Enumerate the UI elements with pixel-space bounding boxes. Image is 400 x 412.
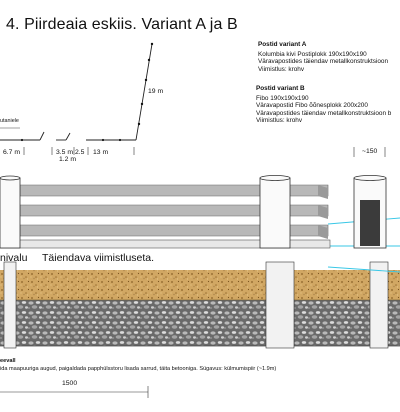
- legend-variant-a: Postid variant A Kolumbia kivi Postiplok…: [258, 41, 388, 73]
- post-gate: [353, 175, 387, 249]
- post-middle: [259, 175, 291, 249]
- gravel-layer: [0, 270, 400, 300]
- legend-variant-a-line-3: Viimistlus: krohv: [258, 65, 305, 73]
- section-dim-1500-line: [0, 386, 149, 398]
- plan-dim-ticks: [23, 147, 135, 155]
- section-label-left: nivalu: [0, 252, 28, 264]
- legend-variant-b-line-4: Viimistlus: krohv: [256, 117, 303, 125]
- section-dim-150-ticks: [353, 147, 386, 157]
- legend-variant-b-line-3: Väravapostides täiendav metallkonstrukts…: [256, 109, 392, 117]
- plan-post-dot: [137, 122, 141, 126]
- legend-variant-b-head: Postid variant B: [256, 85, 305, 92]
- plan-side-wall: [135, 43, 153, 141]
- section-dim-150: ~150: [362, 148, 378, 155]
- plan-dim-1-2m: 1.2 m: [59, 156, 76, 163]
- post-footing: [265, 261, 295, 349]
- legend-variant-a-line-2: Väravapostides täiendav metallkonstrukts…: [258, 58, 389, 66]
- foundation-note-head: eevall: [0, 358, 16, 364]
- legend-variant-b: Postid variant B Fibo 190x190x190 Värava…: [256, 85, 391, 125]
- post-footing: [369, 261, 389, 349]
- foundation-note-text: ida maapuuriga augud, paigaldada papphül…: [0, 366, 277, 372]
- plan-gate-leaf: [65, 132, 71, 141]
- legend-variant-a-head: Postid variant A: [258, 41, 307, 48]
- plan-post-dot: [140, 102, 144, 106]
- plan-dim-3-5m: 3.5 m: [56, 149, 73, 156]
- plan-dim-13m: 13 m: [93, 149, 109, 156]
- plan-post-dot: [20, 138, 24, 142]
- stone-layer: [0, 300, 400, 346]
- base-ledge: [0, 239, 331, 249]
- plan-post-dot: [147, 58, 151, 62]
- plan-post-dot: [144, 78, 148, 82]
- plan-post-dot: [118, 138, 122, 142]
- post-left: [0, 175, 21, 249]
- section-label-finish: Täiendava viimistluseta.: [42, 252, 155, 264]
- gate-metal-core: [360, 200, 380, 246]
- plan-dim-19m: 19 m: [148, 88, 164, 95]
- plan-post-dot: [150, 42, 154, 46]
- section-dim-1500: 1500: [62, 380, 78, 387]
- plan-gate-leaf: [39, 131, 45, 141]
- legend-variant-b-line-1: Fibo 190x190x190: [256, 94, 309, 102]
- legend-variant-a-line-1: Kolumbia kivi Postiplokk 190x190x190: [258, 50, 367, 58]
- plan-post-dot: [101, 138, 105, 142]
- plan-dim-2-5: 2.5: [75, 149, 85, 156]
- post-footing: [3, 261, 17, 349]
- plan-dim-6-7m: 6.7 m: [3, 149, 20, 156]
- plan-sketch: [0, 42, 154, 155]
- legend-variant-b-line-2: Väravapostid Fibo õõnesplokk 200x200: [256, 102, 368, 110]
- page-title: 4. Piirdeaia eskiis. Variant A ja B: [6, 16, 238, 33]
- fence-rails: [19, 184, 329, 239]
- plan-label-utaniele: utaniele: [0, 118, 19, 124]
